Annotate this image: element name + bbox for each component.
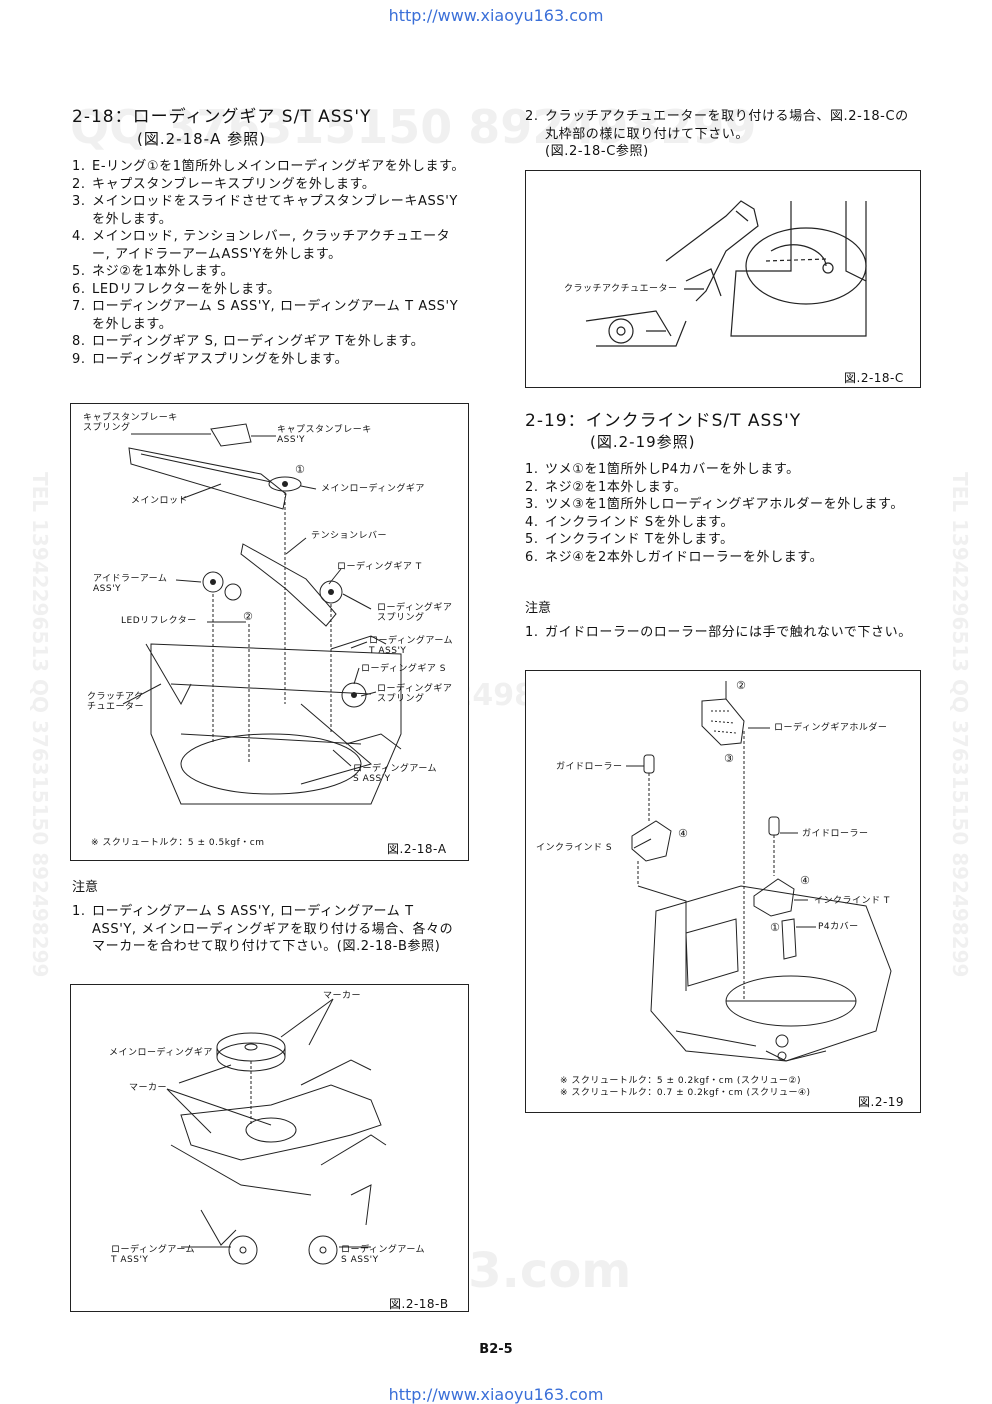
label-loading-arm-s-assy: ローディングアーム S ASS'Y — [353, 764, 438, 784]
figure-2-18-B-drawing — [166, 998, 387, 1265]
section-218-title: 2-18：ローディングギア S/T ASS'Y — [72, 107, 372, 127]
step-ref: (図.2-18-C参照) — [545, 144, 649, 159]
step-item: 4.インクラインド Sを外します。 — [525, 514, 735, 530]
label-screw-2: ② — [736, 679, 747, 692]
label-main-rod: メインロッド — [131, 496, 189, 506]
step-item: 3.メインロッドをスライドさせてキャプスタンブレーキASS'Yを外します。 — [72, 194, 458, 227]
section-219-notes: 1.ガイドローラーのローラー部分には手で触れないで下さい。 — [525, 624, 915, 642]
label-loading-gear-spring-2: ローディングギア スプリング — [377, 684, 453, 704]
watermark-tel-right: TEL 13942296513 QQ 376315150 892498299 — [948, 472, 972, 978]
right-step-2: 2.クラッチアクチュエーターを取り付ける場合、図.2-18-Cの丸枠部の様に取り… — [525, 108, 915, 161]
step-item: 4.メインロッド, テンションレバー, クラッチアクチュエーター, アイドラーア… — [72, 229, 451, 262]
step-item: 3.ツメ③を1箇所外しローディングギアホルダーを外します。 — [525, 497, 904, 512]
figure-2-18-C-drawing — [585, 200, 867, 347]
step-item: 1.E-リング①を1箇所外しメインローディングギアを外します。 — [72, 159, 466, 174]
label-main-loading-gear: メインローディングギア — [321, 484, 425, 494]
figure-2-19: ② ローディングギアホルダー ③ ガイドローラー ④ インクラインド S ガイド… — [525, 670, 921, 1113]
label-marker-left: マーカー — [129, 1083, 168, 1093]
label-incline-s: インクラインド S — [536, 843, 613, 853]
footer-url-link[interactable]: http://www.xiaoyu163.com — [388, 1385, 604, 1404]
note-item: 1.ガイドローラーのローラー部分には手で触れないで下さい。 — [525, 625, 912, 640]
label-idler-arm-assy: アイドラーアーム ASS'Y — [93, 574, 168, 594]
label-loading-arm-s-assy: ローディングアーム S ASS'Y — [341, 1245, 426, 1265]
label-screw-4-1: ④ — [678, 827, 689, 840]
label-p4-cover: P4カバー — [818, 922, 859, 932]
label-screw-4-2: ④ — [800, 874, 811, 887]
step-item: 6.LEDリフレクターを外します。 — [72, 281, 281, 297]
label-loading-gear-holder: ローディングギアホルダー — [774, 723, 888, 733]
label-capstan-brake-assy: キャプスタンブレーキ ASS'Y — [277, 425, 372, 445]
label-screw-2: ② — [243, 610, 254, 623]
step-item: 9.ローディングギアスプリングを外します。 — [72, 351, 349, 367]
label-loading-arm-t-assy: ローディングアーム T ASS'Y — [111, 1245, 196, 1265]
page-number: B2-5 — [479, 1342, 513, 1357]
label-incline-t: インクラインド T — [814, 896, 890, 906]
figure-2-19-drawing — [626, 681, 892, 1062]
section-218-subtitle: (図.2-18-A 参照) — [137, 130, 266, 148]
header-url-link[interactable]: http://www.xiaoyu163.com — [388, 6, 604, 25]
watermark-tel-left: TEL 13942296513 QQ 376315150 892498299 — [28, 472, 52, 978]
figure-caption: 図.2-18-A — [387, 842, 447, 856]
label-led-reflector: LEDリフレクター — [121, 616, 197, 626]
label-loading-gear-spring-1: ローディングギア スプリング — [377, 603, 453, 623]
label-guide-roller-2: ガイドローラー — [802, 829, 869, 839]
label-loading-arm-t-assy: ローディングアーム T ASS'Y — [369, 636, 454, 656]
step-item: 7.ローディングアーム S ASS'Y, ローディングアーム T ASS'Yを外… — [72, 299, 459, 332]
label-clutch-actuator: クラッチアク チュエーター — [87, 692, 145, 712]
step-item: 6.ネジ④を2本外しガイドローラーを外します。 — [525, 549, 824, 565]
section-219-note-heading: 注意 — [525, 601, 552, 616]
label-clutch-actuator: クラッチアクチュエーター — [564, 284, 678, 294]
figure-caption: 図.2-18-C — [844, 371, 904, 385]
note-item: 1.ローディングアーム S ASS'Y, ローディングアーム T ASS'Y, … — [72, 904, 454, 954]
figure-2-18-A-drawing — [122, 423, 402, 805]
figure-2-18-C: クラッチアクチュエーター 図.2-18-C — [525, 170, 921, 388]
torque-note: ※ スクリュートルク：5 ± 0.5kgf・cm — [91, 838, 265, 848]
figure-2-18-B: マーカー メインローディングギア マーカー ローディングアーム T ASS'Y … — [70, 984, 469, 1312]
label-main-loading-gear: メインローディングギア — [109, 1048, 213, 1058]
label-tension-lever: テンションレバー — [311, 531, 388, 541]
figure-2-18-A: キャプスタンブレーキ スプリング キャプスタンブレーキ ASS'Y ① メインロ… — [70, 403, 469, 861]
section-219-title: 2-19：インクラインドS/T ASS'Y — [525, 411, 802, 431]
step-item: 8.ローディングギア S, ローディングギア Tを外します。 — [72, 334, 425, 349]
label-marker-top: マーカー — [323, 991, 362, 1001]
label-claw-1: ① — [770, 921, 781, 934]
step-item: 2.キャプスタンブレーキスプリングを外します。 — [72, 176, 376, 192]
section-218-steps: 1.E-リング①を1箇所外しメインローディングギアを外します。 2.キャプスタン… — [72, 158, 468, 368]
step-item: 5.ネジ②を1本外します。 — [72, 264, 235, 279]
section-218-notes: 1.ローディングアーム S ASS'Y, ローディングアーム T ASS'Y, … — [72, 903, 462, 956]
label-claw-3: ③ — [724, 752, 735, 765]
section-219-steps: 1.ツメ①を1箇所外しP4カバーを外します。 2.ネジ②を1本外します。 3.ツ… — [525, 461, 921, 566]
step-item: 1.ツメ①を1箇所外しP4カバーを外します。 — [525, 462, 800, 477]
torque-note-2: ※ スクリュートルク：0.7 ± 0.2kgf・cm (スクリュー④) — [560, 1088, 811, 1098]
step-item: 2.ネジ②を1本外します。 — [525, 479, 688, 495]
step-item: 5.インクラインド Tを外します。 — [525, 532, 734, 547]
label-loading-gear-s: ローディングギア S — [361, 664, 446, 674]
section-219-subtitle: (図.2-19参照) — [590, 433, 696, 451]
step-item: 2.クラッチアクチュエーターを取り付ける場合、図.2-18-Cの丸枠部の様に取り… — [525, 109, 909, 142]
figure-caption: 図.2-19 — [858, 1095, 905, 1109]
label-ring-1: ① — [295, 463, 306, 476]
section-218-note-heading: 注意 — [72, 880, 99, 895]
torque-note-1: ※ スクリュートルク：5 ± 0.2kgf・cm (スクリュー②) — [560, 1076, 801, 1086]
label-guide-roller-1: ガイドローラー — [556, 762, 623, 772]
label-capstan-brake-spring: キャプスタンブレーキ スプリング — [83, 413, 178, 433]
figure-caption: 図.2-18-B — [389, 1297, 449, 1311]
label-loading-gear-t: ローディングギア T — [337, 562, 422, 572]
